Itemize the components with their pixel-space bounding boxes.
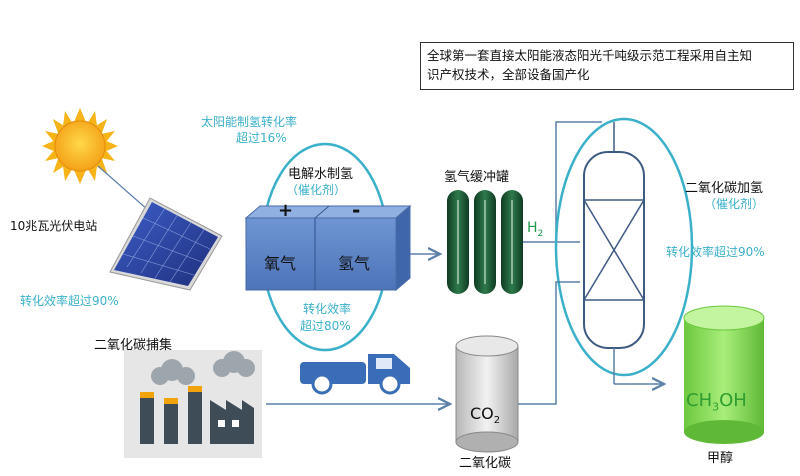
h2-subscript: 2 — [537, 228, 544, 239]
hydrogen-cell-label: 氢气 — [338, 254, 371, 273]
solar-efficiency-label: 转化效率超过90% — [20, 294, 119, 308]
reactor-highlight-ellipse — [554, 117, 694, 377]
co2-subscript: 2 — [493, 415, 501, 427]
electrode-plus-label: + — [278, 200, 294, 221]
factory-icon — [124, 350, 262, 458]
co2-cylinder-icon — [455, 335, 519, 453]
methanol-label: 甲醇 — [707, 451, 734, 466]
h2-symbol: H — [527, 220, 538, 236]
methanol-formula-part-b: OH — [719, 390, 747, 411]
electrolysis-efficiency-line-1: 转化效率 — [303, 302, 352, 316]
methanol-formula-part-a: CH — [686, 390, 713, 411]
co2-label: 二氧化碳 — [459, 456, 512, 471]
h2-pipe-top — [523, 121, 602, 243]
buffer-tank-label: 氢气缓冲罐 — [444, 170, 510, 185]
electrolysis-catalyst: （催化剂） — [286, 183, 347, 197]
sunlight-line — [97, 165, 149, 211]
truck-icon — [300, 354, 410, 395]
solar-to-h2-rate-line-1: 太阳能制氢转化率 — [201, 115, 298, 129]
co2-pipe — [518, 281, 580, 405]
project-note-line-2: 识产权技术，全部设备国产化 — [427, 67, 590, 82]
hydrogenation-catalyst: （催化剂） — [704, 197, 765, 211]
reactor-icon — [583, 122, 645, 384]
solar-station-label: 10兆瓦光伏电站 — [10, 219, 98, 233]
project-note-line-1: 全球第一套直接太阳能液态阳光千吨级示范工程采用自主知 — [427, 48, 753, 63]
hydrogen-tank-icon — [447, 190, 523, 294]
electrolyzer-icon — [244, 204, 412, 292]
methanol-cylinder-icon — [683, 305, 765, 444]
hydrogenation-title: 二氧化碳加氢 — [685, 181, 764, 196]
solar-to-h2-rate-line-2: 超过16% — [236, 131, 287, 145]
co2-capture-label: 二氧化碳捕集 — [94, 338, 173, 353]
methanol-subscript: 3 — [712, 400, 720, 414]
methanol-formula: CH3OH — [686, 390, 747, 414]
electrolysis-title: 电解水制氢 — [288, 167, 354, 182]
project-note-box: 全球第一套直接太阳能液态阳光千吨级示范工程采用自主知 识产权技术，全部设备国产化 — [420, 42, 794, 90]
electrolysis-efficiency-line-2: 超过80% — [300, 319, 351, 333]
h2-formula-label: H2 — [527, 220, 543, 239]
sun-icon — [42, 108, 118, 184]
oxygen-cell-label: 氧气 — [264, 254, 297, 273]
solar-panel-icon — [109, 197, 223, 291]
hydrogenation-efficiency: 转化效率超过90% — [666, 245, 765, 259]
co2-formula: CO2 — [470, 404, 500, 426]
electrode-minus-label: - — [352, 198, 361, 222]
co2-symbol: CO — [470, 404, 494, 423]
